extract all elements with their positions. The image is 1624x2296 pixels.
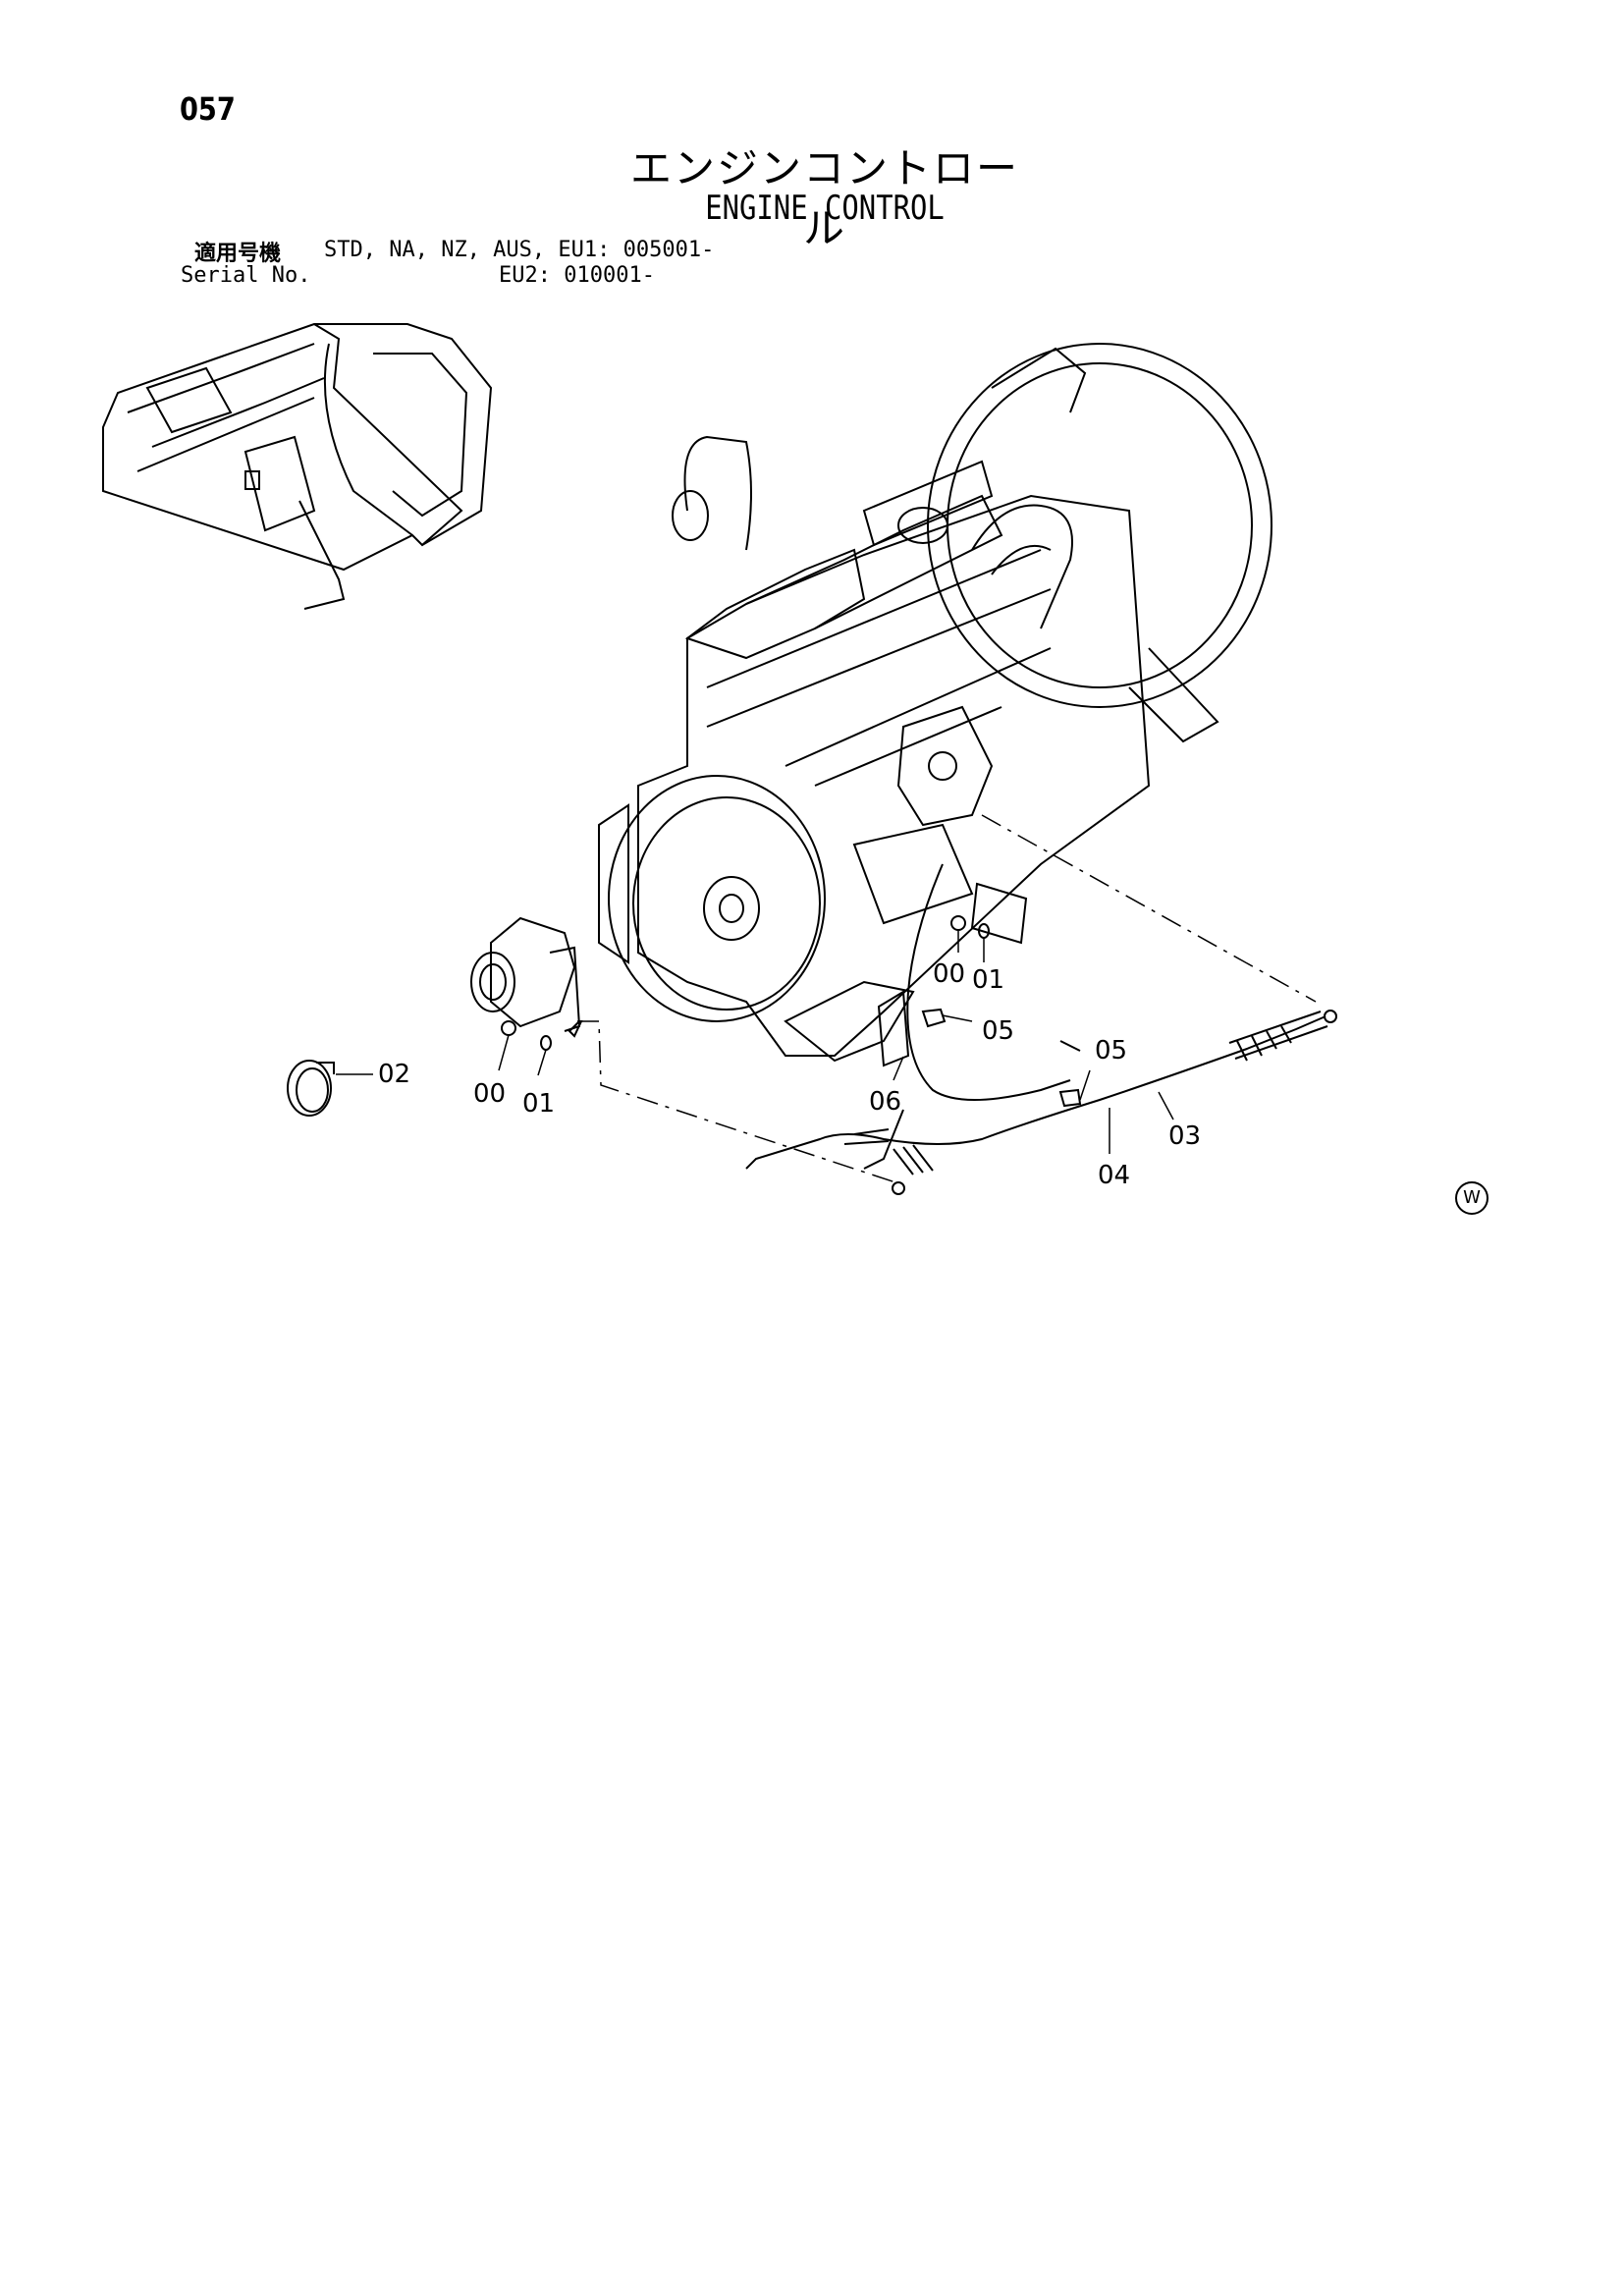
reference-leader-lines [577,814,1317,1184]
callout-00-actuator: 00 [473,1079,506,1109]
callout-01-engine: 01 [972,965,1004,995]
serial-range-2: EU2: 010001- [499,263,655,288]
fasteners [501,915,1082,1108]
callout-00-engine: 00 [933,959,965,989]
hose-clamp [287,1060,335,1117]
callout-02: 02 [378,1060,410,1089]
page-number: 057 [180,90,236,128]
cable-routing-line [906,863,1071,1101]
callout-leaders [336,930,1174,1154]
callout-04: 04 [1098,1161,1130,1190]
title-japanese: エンジンコントロール [629,144,1019,252]
machine-overview-thumbnail [102,322,493,610]
callout-06: 06 [869,1087,901,1117]
serial-range-1: STD, NA, NZ, AUS, EU1: 005001- [324,238,715,262]
engine-assembly [598,343,1272,1067]
serial-label-english: Serial No. [181,263,311,288]
callout-05-cable: 05 [1095,1036,1127,1066]
serial-label-japanese: 適用号機 [194,242,282,266]
callout-03: 03 [1168,1121,1201,1151]
callout-01-actuator: 01 [522,1089,555,1119]
w-mark: W [1455,1181,1489,1215]
callout-05-engine: 05 [982,1016,1014,1046]
control-cable [745,1010,1337,1195]
control-actuator [470,916,583,1038]
callout-labels: 02 00 01 00 01 05 06 05 03 04 [378,959,1201,1190]
title-english: ENGINE CONTROL [705,189,945,228]
